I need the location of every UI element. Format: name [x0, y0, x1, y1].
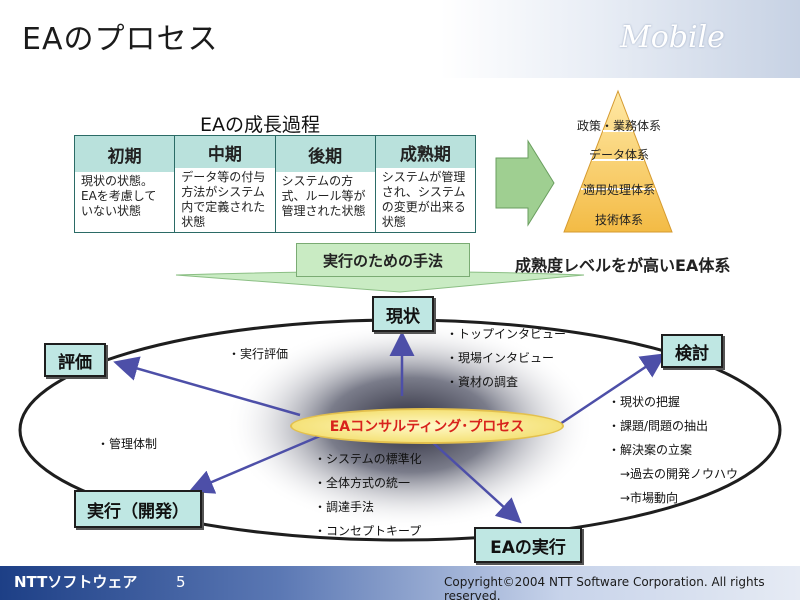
list-item: ・実行評価 [228, 347, 289, 361]
list-item: ・課題/問題の抽出 [608, 419, 709, 433]
list-current: ・トップインタビュー ・現場インタビュー ・資材の調査 [446, 322, 566, 394]
stage-head: 成熟期 [399, 144, 451, 165]
node-review[interactable]: 検討 [661, 334, 723, 368]
list-item: ・解決案の立案 [608, 443, 693, 457]
list-item: ・全体方式の統一 [314, 476, 411, 490]
header-band [0, 0, 800, 78]
node-execution[interactable]: 実行（開発） [74, 490, 202, 528]
list-item: ・システムの標準化 [314, 452, 422, 466]
copyright-text: Copyright©2004 NTT Software Corporation.… [444, 575, 765, 603]
stage-body: データ等の付与方法がシステム内で定義された状態 [175, 168, 275, 232]
pyramid-level-technology: 技術体系 [594, 213, 643, 227]
growth-title: EAの成長過程 [200, 114, 321, 136]
watermark-text: Mobile [620, 20, 725, 55]
growth-table: 初期 現状の状態。EAを考慮していない状態 中期 データ等の付与方法がシステム内… [74, 135, 476, 233]
stage-head: 初期 [107, 146, 142, 167]
stage-body: システムが管理され、システムの変更が出来る状態 [375, 168, 475, 232]
stage-middle: 中期 データ等の付与方法がシステム内で定義された状態 [175, 136, 276, 232]
stage-mature: 成熟期 システムが管理され、システムの変更が出来る状態 [375, 136, 475, 232]
stage-body: システムの方式、ルール等が管理された状態 [275, 172, 375, 232]
list-item: →市場動向 [608, 491, 679, 505]
center-process-label: EAコンサルティング･プロセス [290, 408, 564, 444]
stage-head: 中期 [207, 144, 242, 165]
list-item: ・トップインタビュー [446, 327, 567, 341]
list-item: ・資材の調査 [446, 375, 519, 389]
list-evaluation: ・実行評価 [228, 342, 288, 366]
right-arrow-icon [495, 139, 555, 227]
list-item: →過去の開発ノウハウ [608, 467, 739, 481]
pyramid-level-policy: 政策・業務体系 [576, 119, 661, 133]
process-arrows [113, 331, 667, 524]
page-title: EAのプロセス [22, 22, 219, 57]
stage-late: 後期 システムの方式、ルール等が管理された状態 [275, 136, 376, 232]
list-item: ・現場インタビュー [446, 351, 555, 365]
list-item: ・コンセプトキープ [314, 524, 422, 538]
list-item: ・現状の把握 [608, 395, 681, 409]
list-item: ・調達手法 [314, 500, 375, 514]
company-logo: NTTソフトウェア [14, 573, 138, 591]
list-management: ・管理体制 [97, 432, 157, 456]
node-ea-execution[interactable]: EAの実行 [474, 527, 582, 563]
list-item: ・管理体制 [97, 437, 158, 451]
stage-body: 現状の状態。EAを考慮していない状態 [75, 172, 175, 232]
pyramid-level-application: 適用処理体系 [582, 183, 655, 197]
stage-head: 後期 [308, 146, 343, 167]
maturity-caption: 成熟度レベルをが高いEA体系 [515, 256, 731, 275]
list-review: ・現状の把握 ・課題/問題の抽出 ・解決案の立案 →過去の開発ノウハウ →市場動… [608, 390, 738, 510]
pyramid [563, 89, 673, 233]
page-number: 5 [176, 573, 186, 591]
node-evaluation[interactable]: 評価 [44, 343, 106, 377]
footer-bar [0, 566, 800, 600]
pyramid-level-data: データ体系 [588, 148, 649, 162]
method-label: 実行のための手法 [296, 243, 470, 277]
list-standard: ・システムの標準化 ・全体方式の統一 ・調達手法 ・コンセプトキープ [314, 447, 422, 543]
stage-early: 初期 現状の状態。EAを考慮していない状態 [75, 136, 176, 232]
node-current[interactable]: 現状 [372, 296, 434, 332]
